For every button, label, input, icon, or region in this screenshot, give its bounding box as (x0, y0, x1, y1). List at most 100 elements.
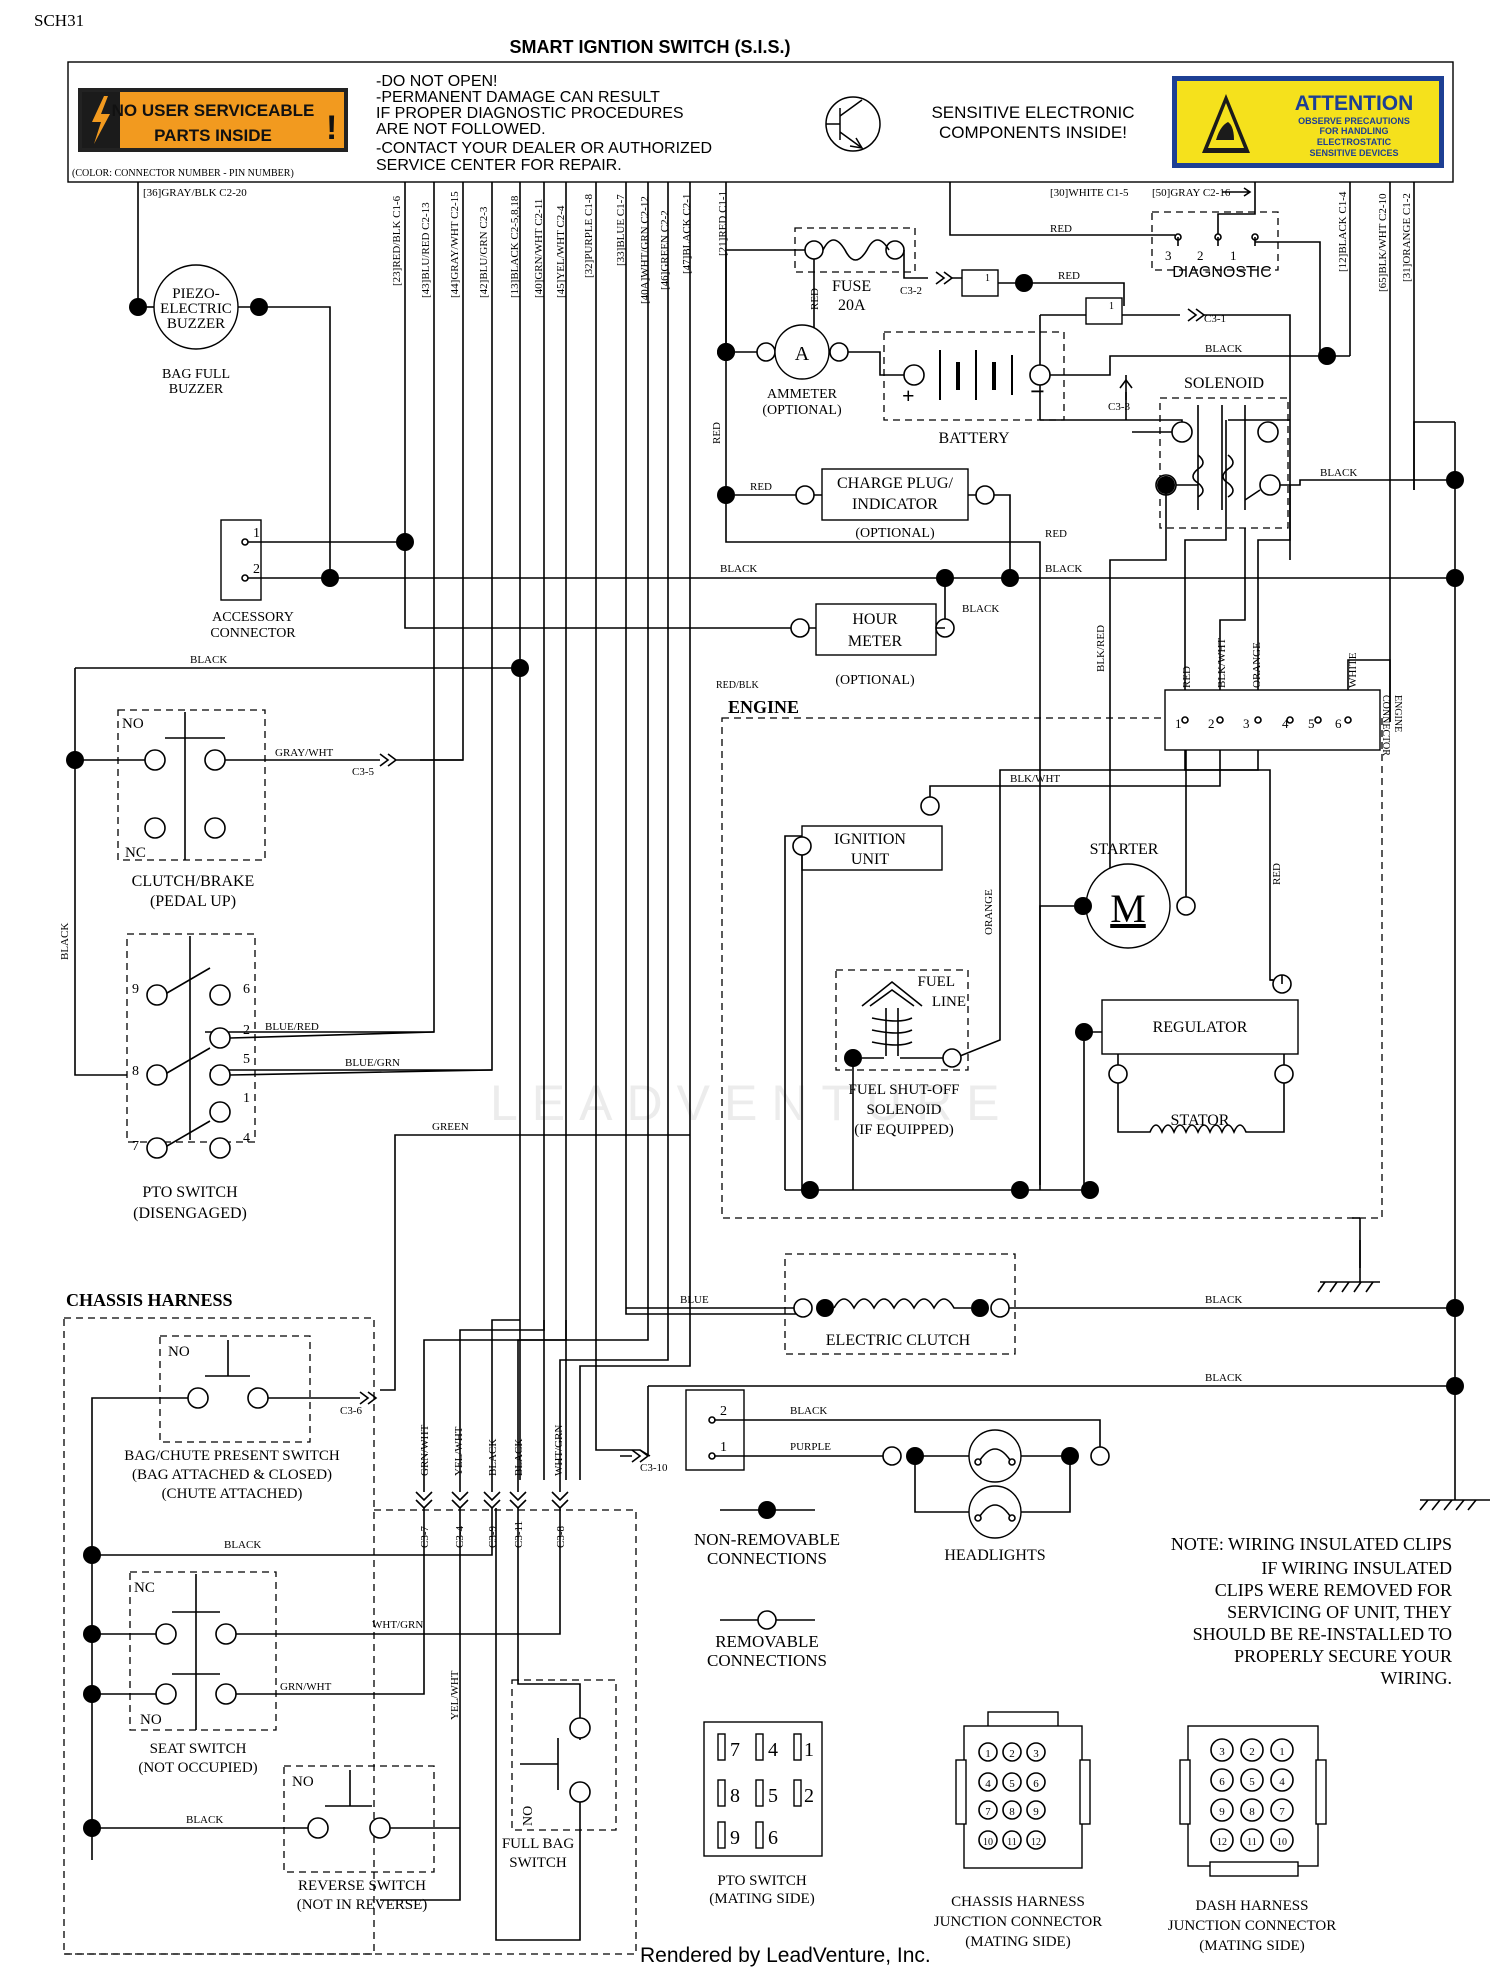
svg-text:9: 9 (1033, 1806, 1039, 1818)
svg-text:BLACK: BLACK (790, 1405, 827, 1417)
svg-text:(OPTIONAL): (OPTIONAL) (855, 526, 935, 541)
svg-text:[47]BLACK C2-1: [47]BLACK C2-1 (681, 194, 693, 274)
svg-text:[46]GREEN C2-2: [46]GREEN C2-2 (659, 210, 671, 290)
watermark: LEADVENTURE (490, 1075, 1014, 1131)
svg-text:BLUE: BLUE (680, 1294, 709, 1306)
svg-text:6: 6 (1219, 1776, 1225, 1788)
svg-text:RED: RED (1058, 270, 1080, 282)
svg-text:[13]BLACK C2-5,8,18: [13]BLACK C2-5,8,18 (509, 195, 521, 298)
headlights-label: HEADLIGHTS (944, 1547, 1045, 1564)
svg-text:FUSE: FUSE (832, 278, 871, 295)
svg-text:RED: RED (711, 422, 723, 444)
svg-text:6: 6 (1335, 716, 1342, 731)
svg-text:3: 3 (1219, 1746, 1225, 1758)
stator-label: STATOR (1171, 1112, 1230, 1129)
svg-text:2: 2 (253, 562, 260, 577)
svg-text:(CHUTE ATTACHED): (CHUTE ATTACHED) (162, 1486, 303, 1502)
svg-text:7: 7 (730, 1739, 740, 1761)
svg-text:WIRING.: WIRING. (1381, 1668, 1452, 1688)
svg-text:ENGINE: ENGINE (1392, 695, 1403, 732)
transistor-icon (825, 96, 881, 152)
warning-line-2: -PERMANENT DAMAGE CAN RESULT (376, 89, 660, 106)
svg-text:1: 1 (804, 1739, 814, 1761)
svg-text:FUEL SHUT-OFF: FUEL SHUT-OFF (849, 1082, 960, 1098)
svg-text:3: 3 (1243, 716, 1250, 731)
pto-switch-pins: 9 6 2 8 5 1 7 4 (132, 982, 250, 1154)
svg-text:PTO SWITCH: PTO SWITCH (142, 1184, 238, 1201)
wire-label-gray-blk: [36]GRAY/BLK C2-20 (143, 187, 247, 199)
svg-text:BLACK: BLACK (224, 1539, 261, 1551)
svg-text:CHARGE PLUG/: CHARGE PLUG/ (837, 475, 954, 492)
svg-text:BLACK: BLACK (1205, 343, 1242, 355)
diagnostic-connector (1151, 211, 1279, 271)
bag-chute-switch (159, 1335, 311, 1443)
svg-text:BLACK: BLACK (190, 654, 227, 666)
svg-text:(NOT OCCUPIED): (NOT OCCUPIED) (138, 1760, 257, 1776)
svg-text:8: 8 (132, 1064, 139, 1079)
chassis-connector-row (415, 1491, 569, 1510)
sensitive-line-2: COMPONENTS INSIDE! (939, 123, 1127, 142)
svg-text:GRN/WHT: GRN/WHT (419, 1424, 431, 1476)
svg-text:ELECTRIC CLUTCH: ELECTRIC CLUTCH (826, 1332, 971, 1349)
svg-text:BLACK: BLACK (513, 1439, 525, 1476)
regulator (1101, 999, 1299, 1055)
svg-text:PARTS INSIDE: PARTS INSIDE (154, 126, 272, 145)
svg-text:UNIT: UNIT (851, 851, 889, 868)
svg-text:[43]BLU/RED C2-13: [43]BLU/RED C2-13 (420, 202, 432, 298)
svg-text:(IF EQUIPPED): (IF EQUIPPED) (854, 1122, 954, 1138)
fuel-line-icon (861, 980, 923, 1007)
svg-text:12: 12 (1031, 1837, 1041, 1848)
svg-text:10: 10 (983, 1837, 993, 1848)
chassis-ground-icon (1419, 1499, 1490, 1511)
warning-line-1: -DO NOT OPEN! (376, 73, 498, 90)
svg-text:[65]BLK/WHT C2-10: [65]BLK/WHT C2-10 (1377, 193, 1389, 292)
svg-text:HOUR: HOUR (852, 611, 898, 628)
svg-text:1: 1 (720, 1440, 727, 1455)
svg-text:GRN/WHT: GRN/WHT (280, 1681, 332, 1693)
seat-switch (129, 1571, 277, 1731)
battery-cells (939, 350, 1013, 400)
svg-text:A: A (795, 343, 810, 365)
svg-text:LINE: LINE (932, 994, 966, 1010)
svg-text:SENSITIVE DEVICES: SENSITIVE DEVICES (1309, 148, 1398, 158)
lightning-icon (92, 96, 110, 144)
svg-text:FUEL: FUEL (918, 974, 956, 990)
svg-text:C3-5: C3-5 (352, 766, 375, 778)
svg-text:5: 5 (768, 1785, 778, 1807)
svg-text:2: 2 (1197, 248, 1204, 263)
starter-label: STARTER (1090, 841, 1159, 858)
svg-text:NO: NO (292, 1774, 314, 1790)
svg-text:YEL/WHT: YEL/WHT (449, 1670, 461, 1720)
fuel-shutoff-solenoid (835, 969, 969, 1071)
chassis-harness-box (63, 1317, 375, 1955)
svg-text:8: 8 (1009, 1806, 1015, 1818)
svg-text:BAG/CHUTE PRESENT SWITCH: BAG/CHUTE PRESENT SWITCH (124, 1448, 340, 1464)
svg-text:PROPERLY SECURE YOUR: PROPERLY SECURE YOUR (1234, 1646, 1452, 1666)
svg-text:1: 1 (985, 1748, 991, 1760)
svg-text:NO: NO (140, 1712, 162, 1728)
svg-text:11: 11 (1247, 1837, 1257, 1848)
svg-text:BLACK: BLACK (1045, 563, 1082, 575)
chassis-harness-label: CHASSIS HARNESS (66, 1290, 233, 1310)
svg-text:BLK/WHT: BLK/WHT (1010, 773, 1060, 785)
color-note: (COLOR: CONNECTOR NUMBER - PIN NUMBER) (72, 168, 294, 179)
svg-text:(MATING SIDE): (MATING SIDE) (709, 1891, 814, 1907)
svg-text:BLK/RED: BLK/RED (1095, 625, 1107, 672)
svg-text:NO: NO (521, 1806, 536, 1826)
svg-text:RED: RED (1045, 528, 1067, 540)
svg-text:RED: RED (809, 288, 821, 310)
svg-text:[12]BLACK C1-4: [12]BLACK C1-4 (1337, 191, 1349, 272)
svg-text:1: 1 (985, 273, 990, 284)
svg-text:[40A]WHT/GRN C2-12: [40A]WHT/GRN C2-12 (639, 196, 651, 304)
svg-text:YEL/WHT: YEL/WHT (453, 1426, 465, 1476)
svg-text:5: 5 (1249, 1776, 1255, 1788)
svg-text:9: 9 (1219, 1806, 1225, 1818)
svg-text:2: 2 (1249, 1746, 1255, 1758)
svg-text:REMOVABLE: REMOVABLE (715, 1632, 819, 1651)
diagram-code: SCH31 (34, 11, 84, 30)
svg-text:ORANGE: ORANGE (983, 889, 995, 935)
svg-text:REVERSE SWITCH: REVERSE SWITCH (298, 1878, 426, 1894)
svg-text:4: 4 (1282, 716, 1289, 731)
svg-text:(DISENGAGED): (DISENGAGED) (133, 1205, 247, 1222)
svg-text:RED: RED (1050, 223, 1072, 235)
